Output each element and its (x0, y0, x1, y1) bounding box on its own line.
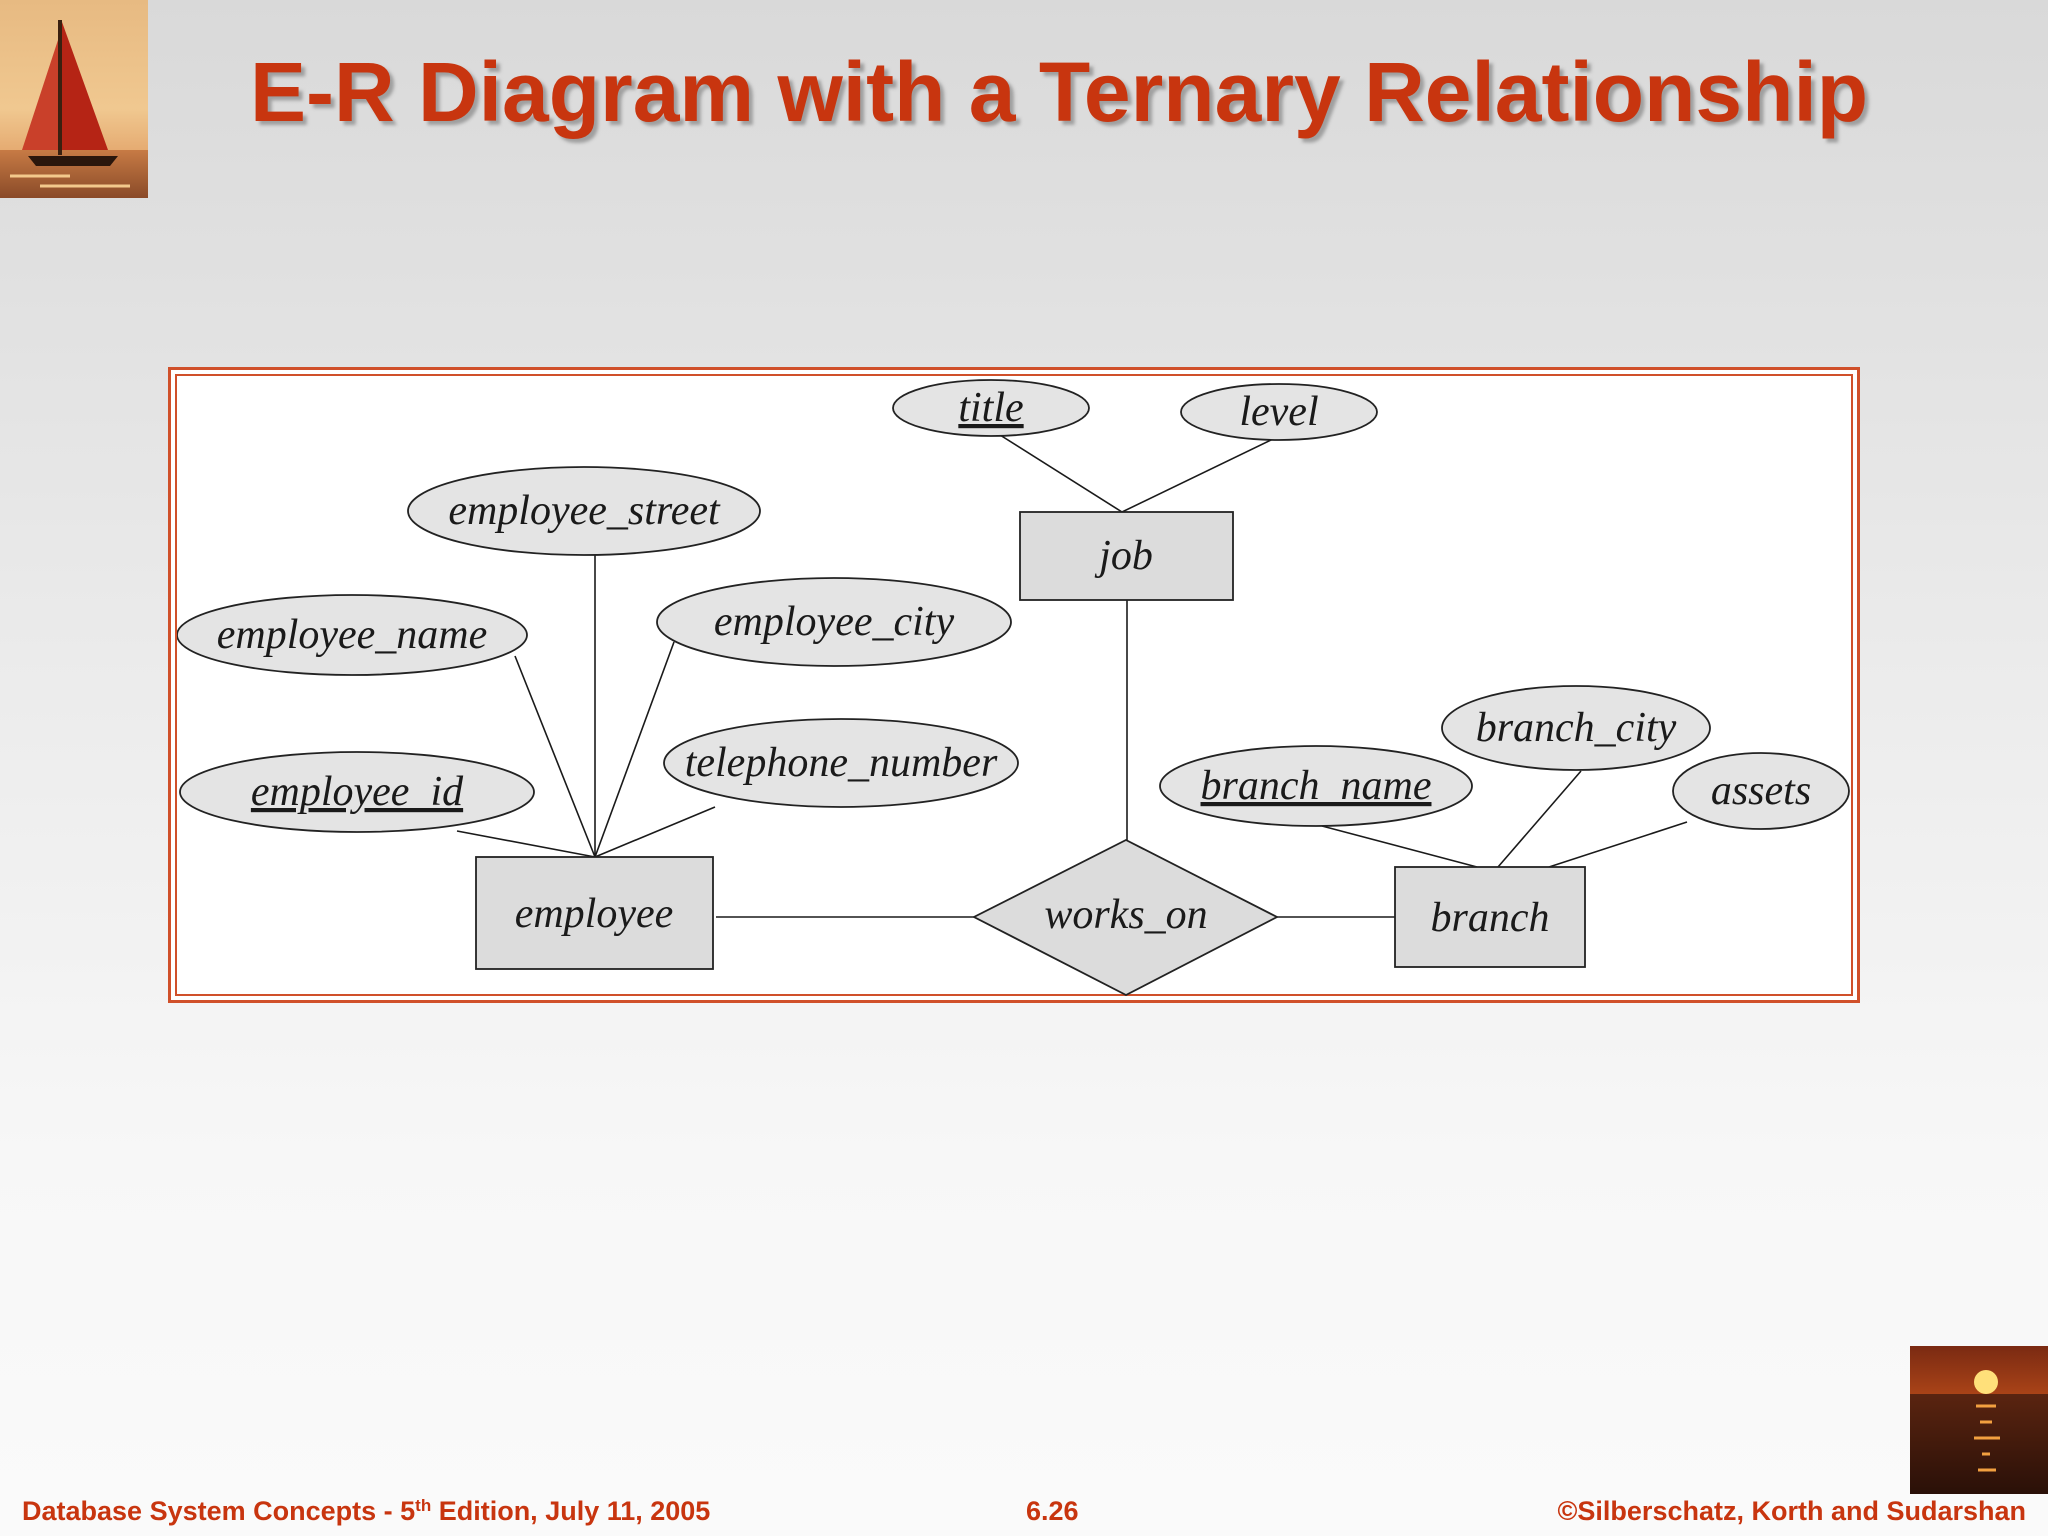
label-assets: assets (1711, 768, 1811, 814)
diagram-canvas: title level employee_street employee_nam… (175, 374, 1853, 997)
footer-edition-rest: Edition, July 11, 2005 (431, 1496, 711, 1526)
label-telephone_number: telephone_number (685, 740, 998, 786)
label-title: title (958, 385, 1023, 431)
attribute-employee_city (656, 577, 1012, 667)
edge-phone-employee (594, 806, 716, 858)
label-employee: employee (515, 891, 674, 937)
attribute-level (1180, 383, 1378, 441)
label-works_on: works_on (1044, 892, 1207, 938)
entity-employee (475, 856, 714, 970)
sailboat-logo-icon (0, 0, 148, 198)
edge-id-employee (456, 830, 596, 858)
label-branch_city: branch_city (1476, 705, 1677, 751)
attribute-telephone_number (663, 718, 1019, 808)
label-job: job (1094, 533, 1153, 579)
label-level: level (1239, 389, 1318, 435)
er-diagram: title level employee_street employee_nam… (177, 379, 1850, 997)
label-branch_name: branch_name (1201, 763, 1432, 809)
label-employee_street: employee_street (448, 488, 721, 534)
footer-page-number: 6.26 (1026, 1496, 1079, 1526)
entity-branch (1394, 866, 1586, 968)
diagram-frame: title level employee_street employee_nam… (168, 367, 1860, 1003)
attribute-branch_name (1159, 745, 1473, 827)
label-employee_city: employee_city (714, 599, 955, 645)
footer-book: Database System Concepts - 5 (22, 1496, 416, 1526)
label-branch: branch (1431, 895, 1550, 941)
attribute-employee_id (179, 751, 535, 833)
label-employee_name: employee_name (217, 612, 488, 658)
edge-level-job (1121, 438, 1274, 513)
sunset-logo-icon (1910, 1346, 2048, 1494)
edge-branch_name-branch (1321, 825, 1478, 868)
label-employee_id: employee_id (251, 769, 464, 815)
edge-title-job (999, 434, 1123, 513)
edge-city-employee (594, 641, 675, 858)
relationship-works_on (972, 838, 1279, 997)
edge-assets-branch (1548, 821, 1688, 868)
attribute-assets (1672, 752, 1850, 830)
slide-title: E-R Diagram with a Ternary Relationship (250, 45, 1869, 139)
footer-book-title: Database System Concepts - 5th Edition, … (22, 1494, 710, 1528)
attribute-title (892, 379, 1090, 437)
attribute-employee_name (177, 594, 528, 676)
attribute-employee_street (407, 466, 761, 556)
attribute-branch_city (1441, 685, 1711, 771)
edge-name-employee (514, 655, 596, 858)
footer-copyright: ©Silberschatz, Korth and Sudarshan (1557, 1496, 2026, 1526)
entity-job (1019, 511, 1234, 601)
edge-branch_city-branch (1497, 770, 1582, 868)
footer-edition-sup: th (415, 1496, 432, 1515)
